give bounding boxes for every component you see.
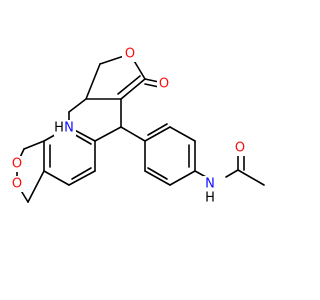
bond — [169, 126, 196, 142]
lactone-carbonyl-oxygen: O — [159, 77, 169, 92]
bond — [94, 126, 122, 142]
bond — [27, 170, 45, 203]
amide-carbonyl-oxygen-atom: O — [233, 140, 247, 156]
bond — [85, 63, 101, 100]
amide-nh-nitrogen: N — [205, 177, 215, 192]
dioxole-oxygen-lower: O — [12, 177, 22, 192]
bond — [225, 169, 239, 178]
dioxole-oxygen-upper: O — [12, 157, 22, 172]
dioxole-oxygen-lower-atom: O — [10, 176, 24, 192]
lactone-ring-oxygen: O — [125, 47, 135, 62]
bond — [144, 78, 160, 83]
amide-nh-hydrogen: H — [205, 191, 215, 206]
bond — [71, 167, 92, 180]
lactone-ring-oxygen-atom: O — [122, 46, 136, 62]
ring-nh-nitrogen: N — [64, 121, 74, 136]
amide-nh-atom: N H — [203, 176, 219, 206]
bond — [147, 167, 168, 180]
bond — [23, 140, 45, 150]
bond — [68, 170, 96, 186]
bond — [144, 83, 160, 88]
bond — [169, 170, 196, 186]
bond — [120, 126, 146, 142]
bond — [68, 98, 87, 113]
bond — [144, 126, 171, 142]
ring-nh-atom: H N — [54, 120, 76, 136]
bond — [237, 169, 265, 186]
bond — [43, 170, 70, 186]
bond — [144, 170, 171, 186]
structure-canvas: H N O O O O — [10, 46, 265, 206]
amide-carbonyl-oxygen: O — [235, 141, 245, 156]
bond — [147, 123, 168, 136]
atom-labels: H N O O O O — [10, 46, 247, 206]
lactone-carbonyl-oxygen-atom: O — [157, 76, 171, 92]
bond — [120, 78, 146, 100]
bond — [117, 75, 141, 95]
dioxole-oxygen-upper-atom: O — [10, 156, 24, 172]
ring-nh-hydrogen: H — [54, 121, 64, 136]
molecule-structure: H N O O O O — [10, 46, 265, 206]
